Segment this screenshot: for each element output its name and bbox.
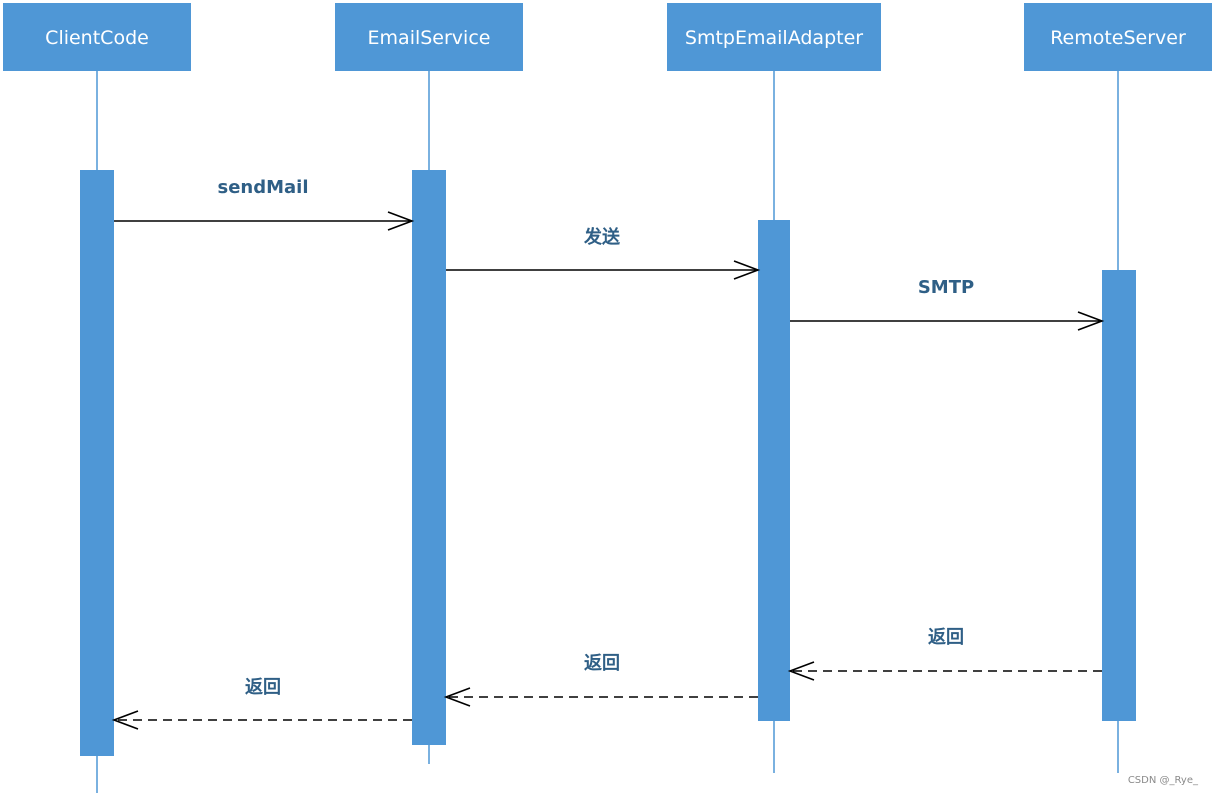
message-label: 返回: [928, 627, 964, 648]
actor-client: ClientCode: [3, 3, 191, 71]
arrowhead-icon: [387, 211, 415, 231]
actor-remote: RemoteServer: [1024, 3, 1212, 71]
arrowhead-icon: [443, 687, 471, 707]
actor-box-remote: [1024, 3, 1212, 71]
message-m4: 返回: [787, 627, 1102, 681]
actor-label-remote: RemoteServer: [1050, 27, 1186, 49]
actor-label-client: ClientCode: [45, 27, 149, 49]
actor-boxes: ClientCode EmailService SmtpEmailAdapter Re…: [3, 3, 1212, 71]
activation-bar-client: [80, 170, 114, 756]
message-m6: 返回: [111, 677, 412, 730]
arrowhead-icon: [733, 260, 761, 280]
arrowhead-icon: [111, 710, 139, 730]
actor-box-smtp: [667, 3, 881, 71]
message-m5: 返回: [443, 653, 758, 707]
message-label: sendMail: [217, 177, 308, 198]
actor-label-smtp: SmtpEmailAdapter: [685, 27, 863, 49]
activation-bars: [80, 170, 1136, 756]
message-label: 返回: [584, 653, 620, 674]
arrowhead-icon: [1077, 311, 1105, 331]
message-label: 返回: [245, 677, 281, 698]
watermark: CSDN @_Rye_: [1128, 775, 1199, 786]
message-label: 发送: [583, 226, 621, 248]
activation-bar-email: [412, 170, 446, 745]
activation-bar-smtp: [758, 220, 790, 721]
message-label: SMTP: [918, 277, 974, 298]
actor-label-email: EmailService: [368, 27, 491, 49]
actor-email: EmailService: [335, 3, 523, 71]
message-m1: sendMail: [114, 177, 415, 231]
arrowhead-icon: [787, 661, 815, 681]
actor-smtp: SmtpEmailAdapter: [667, 3, 881, 71]
message-m2: 发送: [446, 226, 761, 280]
actor-box-email: [335, 3, 523, 71]
actor-box-client: [3, 3, 191, 71]
message-m3: SMTP: [790, 277, 1105, 331]
activation-bar-remote: [1102, 270, 1136, 721]
